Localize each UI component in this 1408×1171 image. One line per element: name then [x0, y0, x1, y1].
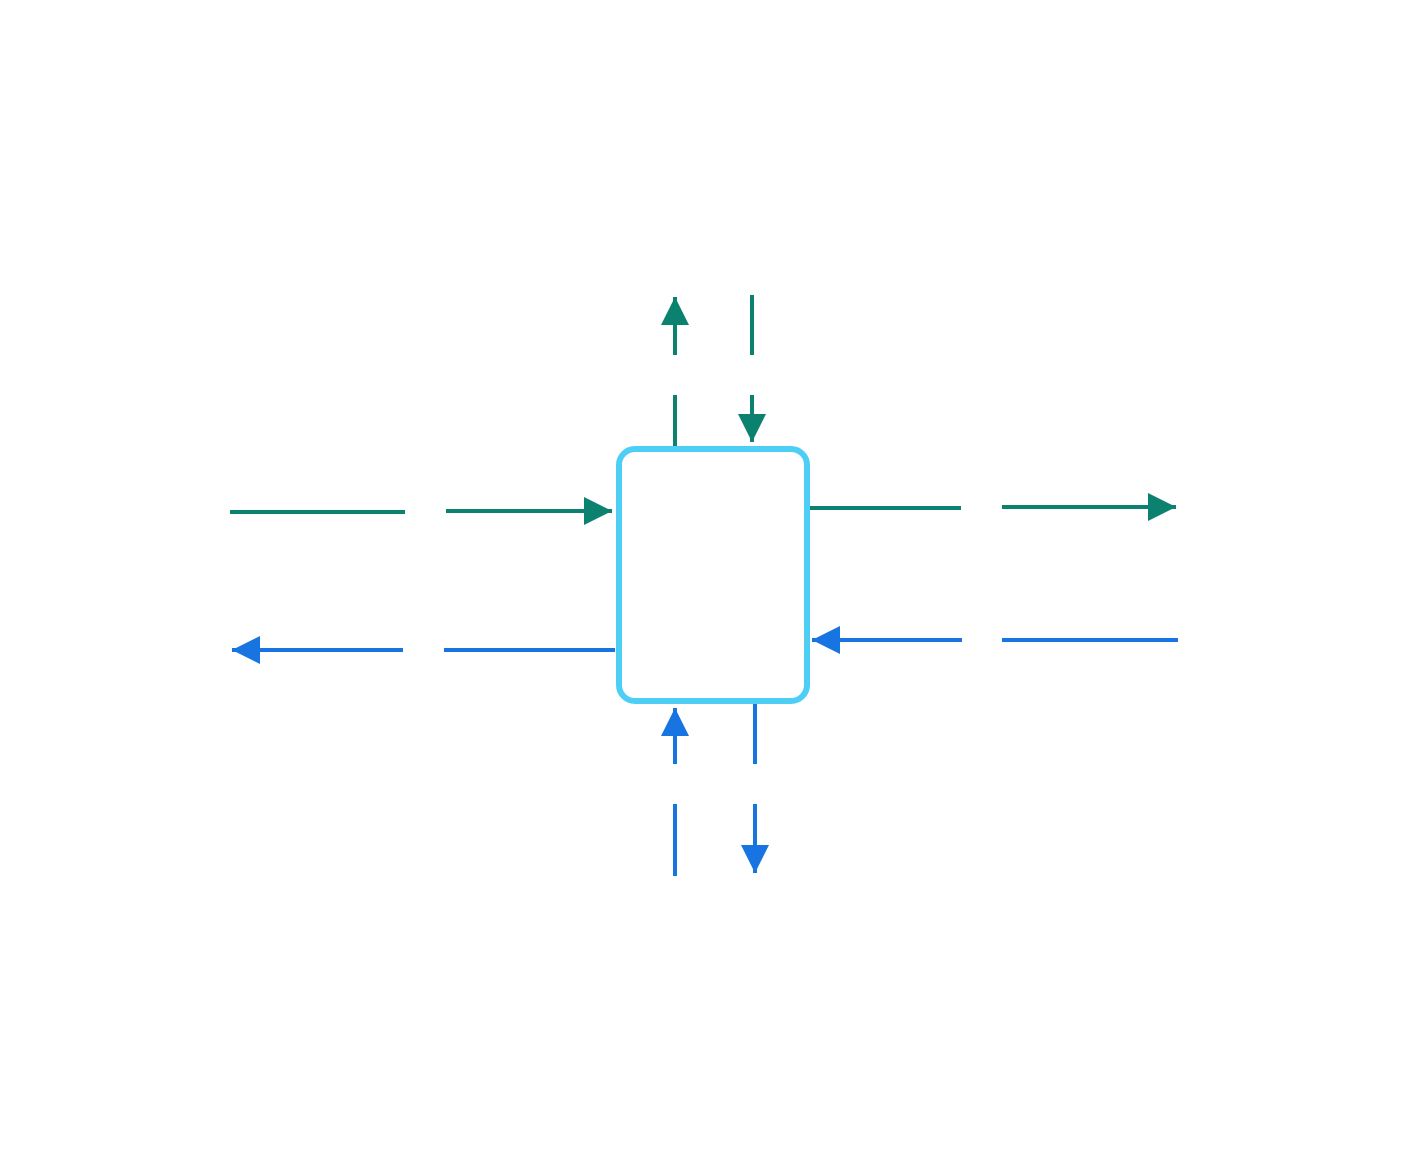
- central-node-box[interactable]: [616, 446, 810, 704]
- connector-left-top: [230, 497, 612, 525]
- connector-right-top: [810, 493, 1176, 521]
